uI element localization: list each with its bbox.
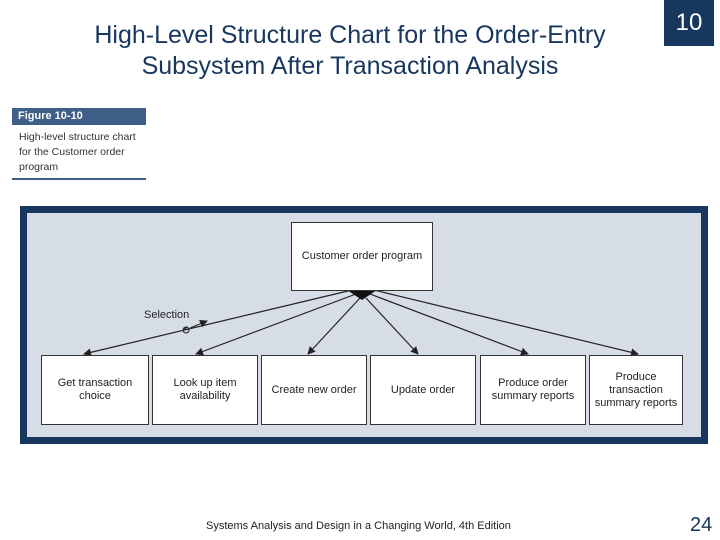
module-look-up-item-availability: Look up item availability (152, 355, 258, 425)
slide-title: High-Level Structure Chart for the Order… (94, 21, 606, 80)
footer-text: Systems Analysis and Design in a Changin… (206, 520, 511, 532)
link-update-order (365, 297, 419, 355)
link-produce-order-summary (369, 293, 529, 356)
link-get-transaction-choice (83, 289, 353, 357)
figure-caption: High-level structure chart for the Custo… (12, 125, 146, 180)
module-produce-transaction-summary-reports: Produce transaction summary reports (589, 355, 683, 425)
module-update-order: Update order (370, 355, 476, 425)
selection-label: Selection (144, 309, 190, 321)
module-create-new-order: Create new order (261, 355, 367, 425)
module-get-transaction-choice: Get transaction choice (41, 355, 149, 425)
page-number: 24 (690, 514, 713, 536)
selection-data-couple-icon (182, 326, 190, 334)
link-create-new-order (307, 297, 361, 355)
figure-label: Figure 10-10 (12, 108, 146, 125)
chapter-badge: 10 (664, 0, 714, 46)
link-look-up-item (195, 293, 357, 356)
selection-data-couple-arrow (189, 319, 208, 329)
module-produce-order-summary-reports: Produce order summary reports (480, 355, 586, 425)
module-customer-order-program: Customer order program (291, 222, 433, 291)
figure-caption-box: Figure 10-10 High-level structure chart … (12, 108, 146, 182)
link-produce-transaction-summary (373, 289, 639, 357)
